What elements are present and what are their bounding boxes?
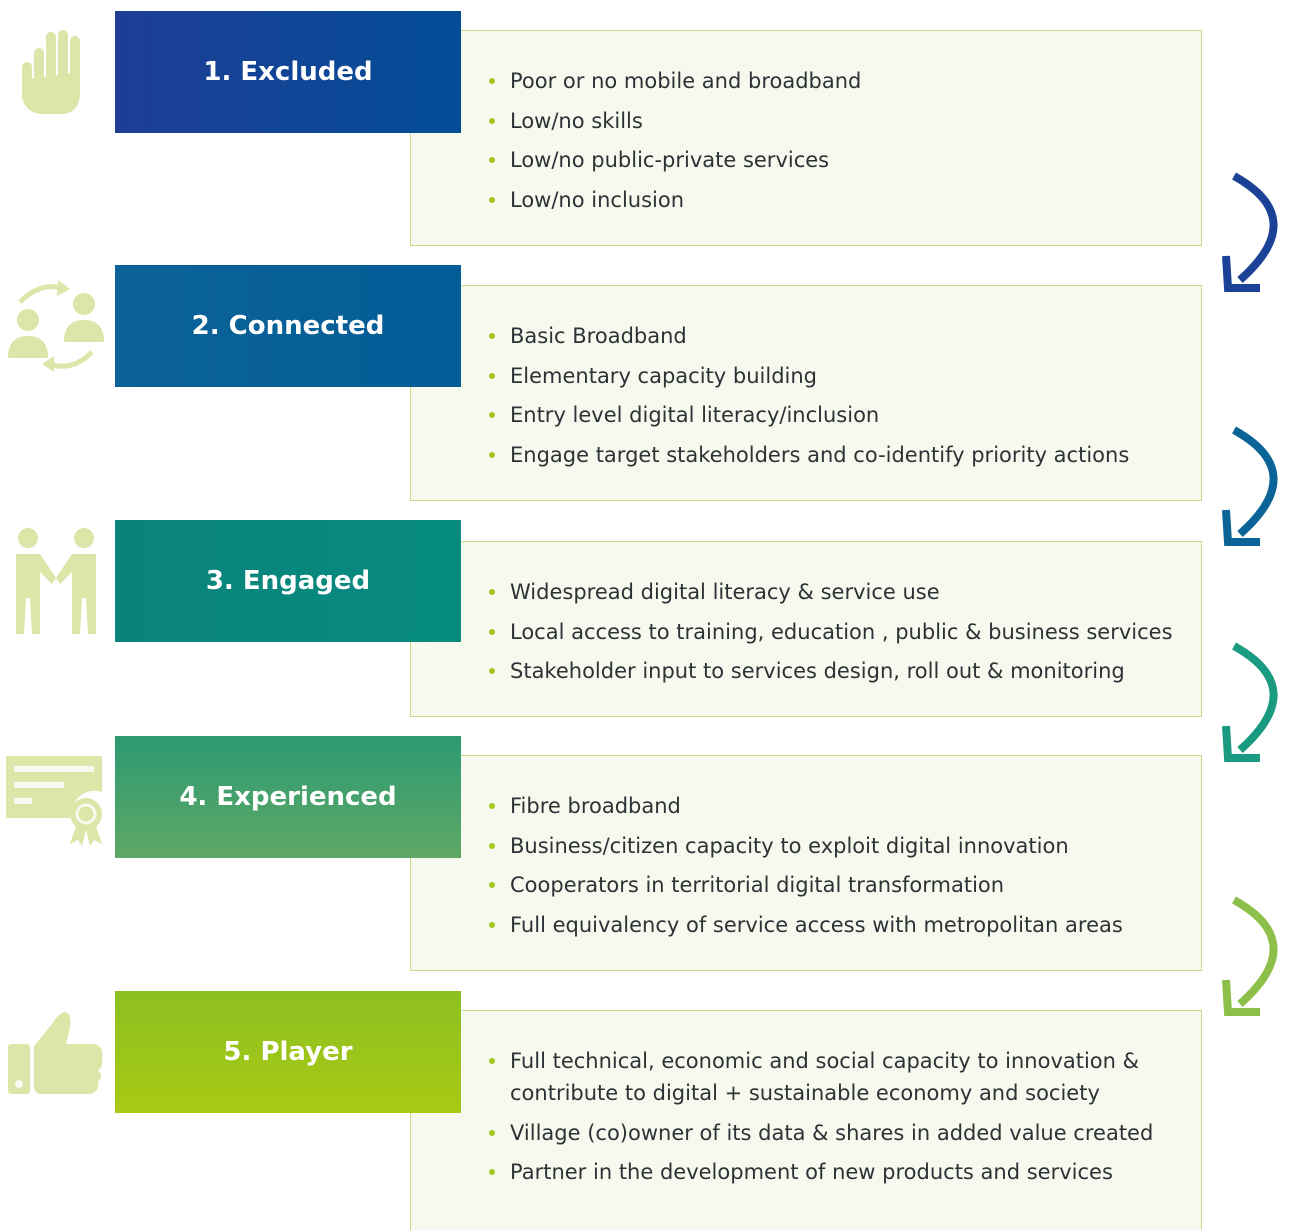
stage-title-text: 5. Player <box>223 1037 353 1067</box>
bullet-list: Full technical, economic and social capa… <box>489 1045 1181 1196</box>
bullet-item: Full equivalency of service access with … <box>489 909 1181 941</box>
bullet-list: Widespread digital literacy & service us… <box>489 576 1181 695</box>
stage-title: 5. Player <box>115 991 461 1113</box>
bullet-item: Low/no skills <box>489 105 1181 137</box>
bullet-list: Fibre broadband Business/citizen capacit… <box>489 790 1181 948</box>
stage-title: 4. Experienced <box>115 736 461 858</box>
bullet-item: Fibre broadband <box>489 790 1181 822</box>
stage-title-text: 4. Experienced <box>179 782 397 812</box>
bullet-list: Poor or no mobile and broadband Low/no s… <box>489 65 1181 223</box>
certificate-icon <box>6 756 102 846</box>
bullet-list: Basic Broadband Elementary capacity buil… <box>489 320 1181 478</box>
bullet-item: Elementary capacity building <box>489 360 1181 392</box>
bullet-item: Village (co)owner of its data & shares i… <box>489 1117 1181 1149</box>
bullet-item: Full technical, economic and social capa… <box>489 1045 1181 1109</box>
down-arrow-icon <box>1222 896 1278 1016</box>
stage-details-box: Widespread digital literacy & service us… <box>410 541 1202 717</box>
stage-details-box: Poor or no mobile and broadband Low/no s… <box>410 30 1202 246</box>
bullet-item: Cooperators in territorial digital trans… <box>489 869 1181 901</box>
stage-title-text: 2. Connected <box>191 311 385 341</box>
handshake-people-icon <box>16 528 96 634</box>
bullet-item: Low/no public-private services <box>489 144 1181 176</box>
stage-details-box: Fibre broadband Business/citizen capacit… <box>410 755 1202 971</box>
thumbs-up-icon <box>8 1012 103 1094</box>
bullet-item: Poor or no mobile and broadband <box>489 65 1181 97</box>
bullet-item: Entry level digital literacy/inclusion <box>489 399 1181 431</box>
stage-title: 3. Engaged <box>115 520 461 642</box>
bullet-item: Stakeholder input to services design, ro… <box>489 655 1181 687</box>
bullet-item: Partner in the development of new produc… <box>489 1156 1181 1188</box>
stage-details-box: Basic Broadband Elementary capacity buil… <box>410 285 1202 501</box>
stage-title: 1. Excluded <box>115 11 461 133</box>
bullet-item: Basic Broadband <box>489 320 1181 352</box>
down-arrow-icon <box>1222 172 1278 292</box>
bullet-item: Engage target stakeholders and co-identi… <box>489 439 1181 471</box>
down-arrow-icon <box>1222 426 1278 546</box>
stage-details-box: Full technical, economic and social capa… <box>410 1010 1202 1230</box>
people-exchange-icon <box>8 280 104 372</box>
bullet-item: Widespread digital literacy & service us… <box>489 576 1181 608</box>
bullet-item: Business/citizen capacity to exploit dig… <box>489 830 1181 862</box>
stage-title: 2. Connected <box>115 265 461 387</box>
bullet-item: Low/no inclusion <box>489 184 1181 216</box>
stage-title-text: 1. Excluded <box>203 57 373 87</box>
down-arrow-icon <box>1222 642 1278 762</box>
hand-stop-icon <box>22 30 80 114</box>
bullet-item: Local access to training, education , pu… <box>489 616 1181 648</box>
stage-title-text: 3. Engaged <box>205 566 371 596</box>
